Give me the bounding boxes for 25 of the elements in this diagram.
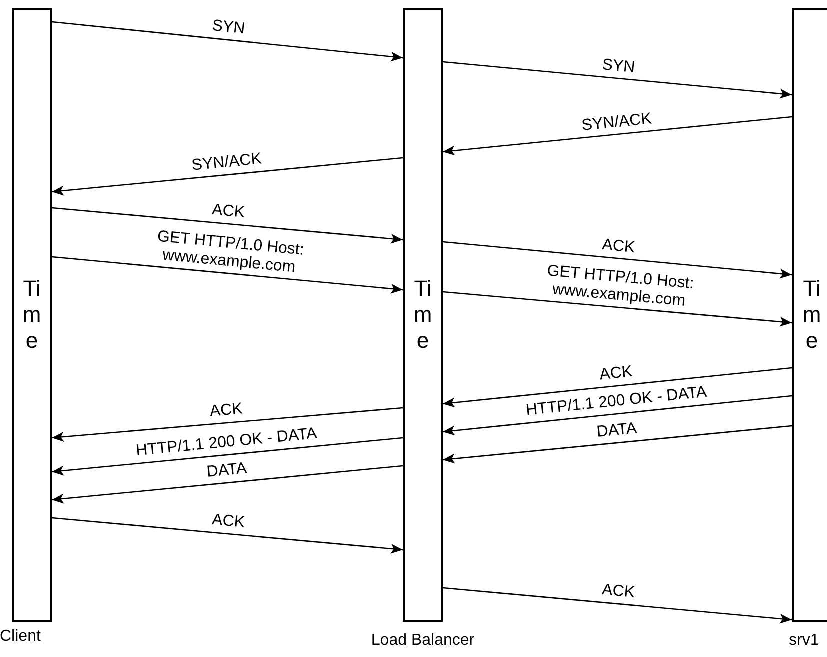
arrow: [442, 367, 792, 408]
participant-label: srv1: [789, 632, 820, 650]
arrow: [52, 207, 404, 244]
arrow: [52, 517, 404, 554]
arrow: [442, 395, 792, 436]
vertical-label: Time: [802, 276, 822, 354]
arrow: [52, 256, 404, 294]
arrow: [442, 425, 792, 464]
arrow: [52, 437, 404, 476]
arrow: [442, 61, 792, 99]
participant-label: Client: [0, 628, 41, 646]
arrow: [52, 465, 404, 504]
lifeline-bar: [792, 8, 827, 622]
arrow: [52, 407, 404, 442]
lifeline-bar: [403, 8, 443, 622]
vertical-label: Time: [412, 276, 434, 354]
lifeline-bar: [12, 8, 52, 622]
arrow: [52, 21, 404, 62]
participant-label: Load Balancer: [371, 632, 475, 650]
arrow: [442, 587, 792, 624]
vertical-label: Time: [22, 276, 42, 354]
arrow: [442, 116, 792, 156]
arrow: [442, 291, 792, 327]
arrow: [52, 157, 404, 196]
arrow: [442, 241, 792, 279]
